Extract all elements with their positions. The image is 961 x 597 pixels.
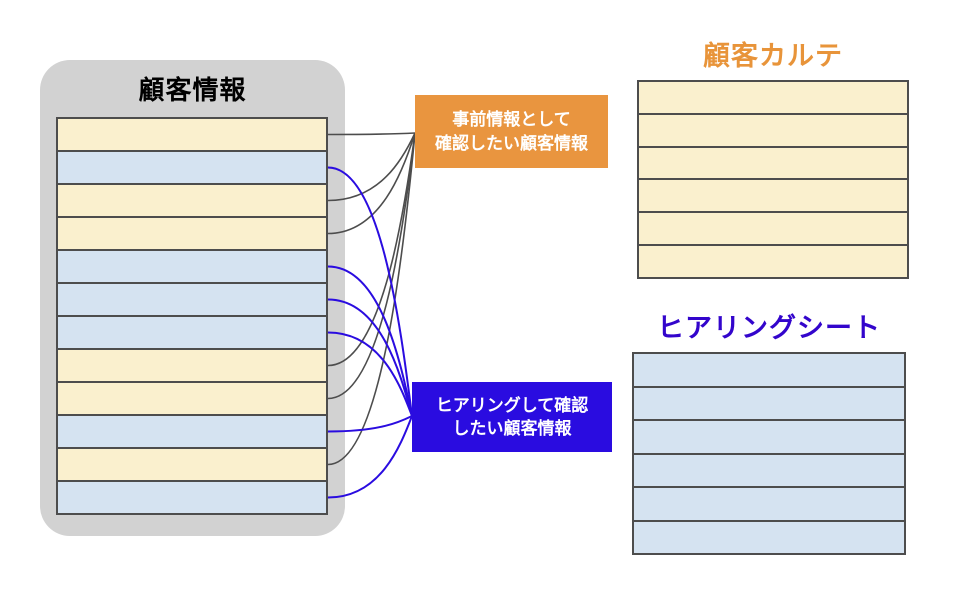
- hearing-sheet-table: [632, 352, 906, 555]
- karte-row-5: [639, 211, 907, 245]
- hearing-info-label-line2: したい顧客情報: [452, 419, 572, 438]
- customer-info-row-4: [58, 216, 326, 249]
- karte-table: [637, 80, 909, 279]
- karte-row-2: [639, 112, 907, 146]
- customer-info-row-5: [58, 249, 326, 282]
- karte-row-3: [639, 145, 907, 179]
- customer-info-row-6: [58, 282, 326, 315]
- customer-info-row-2: [58, 150, 326, 183]
- customer-info-row-9: [58, 381, 326, 414]
- karte-title: 顧客カルテ: [703, 41, 843, 71]
- prior-info-label: 事前情報として 確認したい顧客情報: [415, 95, 608, 168]
- hearing-info-label-line1: ヒアリングして確認: [435, 395, 589, 415]
- karte-row-1: [639, 82, 907, 113]
- customer-info-row-12: [58, 480, 326, 513]
- customer-info-row-7: [58, 315, 326, 348]
- customer-info-title: 顧客情報: [138, 75, 247, 105]
- customer-info-table: [56, 117, 328, 515]
- hearing-sheet-title: ヒアリングシート: [657, 313, 881, 343]
- prior-info-label-line2: 確認したい顧客情報: [435, 133, 588, 153]
- hearing-info-label: ヒアリングして確認 したい顧客情報: [412, 382, 612, 452]
- hearing-sheet-row-4: [634, 452, 904, 486]
- prior-info-label-line1: 事前情報として: [452, 110, 571, 130]
- customer-info-row-11: [58, 447, 326, 480]
- customer-info-row-8: [58, 348, 326, 381]
- hearing-sheet-row-3: [634, 419, 904, 453]
- customer-info-row-3: [58, 183, 326, 216]
- karte-row-6: [639, 244, 907, 277]
- hearing-sheet-row-5: [634, 486, 904, 520]
- hearing-sheet-row-2: [634, 385, 904, 419]
- karte-row-4: [639, 178, 907, 212]
- hearing-sheet-row-1: [634, 354, 904, 386]
- customer-info-row-10: [58, 414, 326, 447]
- hearing-sheet-row-6: [634, 519, 904, 553]
- customer-info-row-1: [58, 119, 326, 150]
